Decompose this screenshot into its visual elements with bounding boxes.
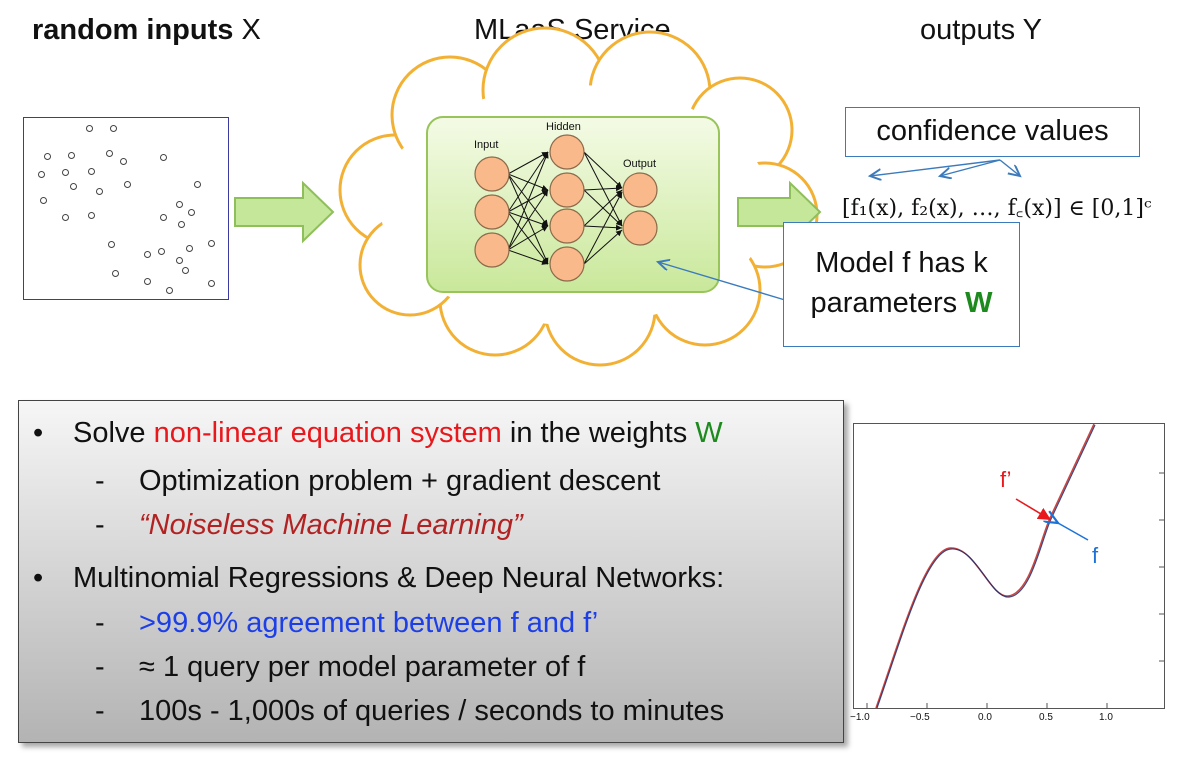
input-sample-dot bbox=[144, 278, 151, 285]
input-node bbox=[474, 194, 510, 230]
hidden-node bbox=[549, 246, 585, 282]
sub-optimization: Optimization problem + gradient descent bbox=[139, 465, 661, 497]
input-sample-dot bbox=[182, 267, 189, 274]
input-sample-dot bbox=[108, 241, 115, 248]
confidence-arrow bbox=[999, 159, 1020, 176]
input-sample-dot bbox=[166, 287, 173, 294]
input-sample-dot bbox=[110, 125, 117, 132]
function-plot bbox=[866, 423, 1164, 709]
output-layer-label: Output bbox=[623, 158, 657, 170]
input-sample-dot bbox=[88, 168, 95, 175]
input-sample-dot bbox=[144, 251, 151, 258]
input-sample-dot bbox=[70, 183, 77, 190]
curve-f-prime bbox=[875, 423, 1095, 709]
function-plot-frame bbox=[853, 423, 1165, 709]
sub-agreement: >99.9% agreement between f and f’ bbox=[139, 607, 599, 639]
input-sample-dot bbox=[194, 181, 201, 188]
output-node bbox=[622, 210, 658, 246]
f-prime-arrow bbox=[1015, 498, 1052, 521]
curve-f bbox=[876, 424, 1096, 709]
input-sample-dot bbox=[38, 171, 45, 178]
hidden-node bbox=[549, 208, 585, 244]
outputs-header: outputs Y bbox=[920, 14, 1043, 46]
hidden-layer-label: Hidden bbox=[546, 121, 581, 133]
input-sample-dot bbox=[178, 221, 185, 228]
dash-marker: - bbox=[95, 607, 105, 639]
input-sample-dot bbox=[208, 240, 215, 247]
input-sample-dot bbox=[160, 214, 167, 221]
hidden-node bbox=[549, 134, 585, 170]
dash-marker: - bbox=[95, 651, 105, 683]
solve-prefix: Solve bbox=[73, 417, 154, 449]
bullet-multinomial: Multinomial Regressions & Deep Neural Ne… bbox=[73, 562, 725, 594]
x-tick-label: −0.5 bbox=[910, 712, 930, 723]
input-sample-dot bbox=[158, 248, 165, 255]
bullet-solve: Solve non-linear equation system in the … bbox=[73, 417, 723, 450]
input-sample-dot bbox=[120, 158, 127, 165]
input-layer-label: Input bbox=[474, 139, 499, 151]
random-inputs-bold: random inputs bbox=[32, 14, 234, 46]
confidence-arrow bbox=[940, 159, 1001, 176]
confidence-arrow bbox=[870, 159, 1001, 176]
dash-marker: - bbox=[95, 509, 105, 541]
input-sample-dot bbox=[176, 201, 183, 208]
label-f: f bbox=[1092, 543, 1099, 568]
x-tick-label: −1.0 bbox=[850, 712, 870, 723]
random-inputs-box bbox=[23, 117, 229, 300]
bullet-marker: • bbox=[33, 562, 44, 594]
output-formula: [f₁(x), f₂(x), …, f꜀(x)] ∈ [0,1]ᶜ bbox=[842, 196, 1152, 221]
x-tick-label: 1.0 bbox=[1099, 712, 1113, 723]
weights-text: in the weights bbox=[501, 417, 696, 449]
input-sample-dot bbox=[124, 181, 131, 188]
model-line2-text: parameters bbox=[810, 287, 966, 319]
input-arrow bbox=[234, 180, 335, 244]
hidden-node bbox=[549, 172, 585, 208]
input-sample-dot bbox=[86, 125, 93, 132]
x-tick-label: 0.0 bbox=[978, 712, 992, 723]
input-sample-dot bbox=[88, 212, 95, 219]
weights-w-label: W bbox=[965, 287, 993, 319]
model-pointer-arrow bbox=[658, 262, 786, 301]
weights-w: W bbox=[695, 417, 723, 449]
diagram-graphics bbox=[234, 26, 1197, 367]
x-tick-label: 0.5 bbox=[1039, 712, 1053, 723]
input-sample-dot bbox=[176, 257, 183, 264]
model-params-box: Model f has k parameters W bbox=[783, 222, 1020, 347]
label-f-prime: f’ bbox=[1000, 467, 1012, 492]
input-sample-dot bbox=[188, 209, 195, 216]
input-sample-dot bbox=[96, 188, 103, 195]
input-node bbox=[474, 156, 510, 192]
network-connections bbox=[507, 151, 623, 265]
input-sample-dot bbox=[186, 245, 193, 252]
sub-queries-time: 100s - 1,000s of queries / seconds to mi… bbox=[139, 695, 725, 727]
f-arrow bbox=[1058, 523, 1089, 541]
input-sample-dot bbox=[44, 153, 51, 160]
input-sample-dot bbox=[62, 169, 69, 176]
sub-noiseless-ml: “Noiseless Machine Learning” bbox=[139, 509, 523, 541]
input-node bbox=[474, 232, 510, 268]
nonlinear-system-text: non-linear equation system bbox=[153, 417, 502, 449]
input-sample-dot bbox=[112, 270, 119, 277]
output-node bbox=[622, 172, 658, 208]
input-sample-dot bbox=[160, 154, 167, 161]
input-sample-dot bbox=[208, 280, 215, 287]
model-line1: Model f has k bbox=[815, 247, 988, 279]
summary-bullet-box: • Solve non-linear equation system in th… bbox=[18, 400, 844, 743]
input-sample-dot bbox=[40, 197, 47, 204]
input-sample-dot bbox=[68, 152, 75, 159]
random-inputs-header: random inputs X bbox=[32, 14, 261, 47]
input-sample-dot bbox=[106, 150, 113, 157]
model-line2: parameters W bbox=[784, 283, 1019, 323]
sub-query-per-param: ≈ 1 query per model parameter of f bbox=[139, 651, 586, 683]
bullet-marker: • bbox=[33, 417, 44, 449]
input-sample-dot bbox=[62, 214, 69, 221]
dash-marker: - bbox=[95, 465, 105, 497]
dash-marker: - bbox=[95, 695, 105, 727]
inputs-x-label: X bbox=[233, 14, 261, 46]
confidence-values-box: confidence values bbox=[845, 107, 1140, 157]
